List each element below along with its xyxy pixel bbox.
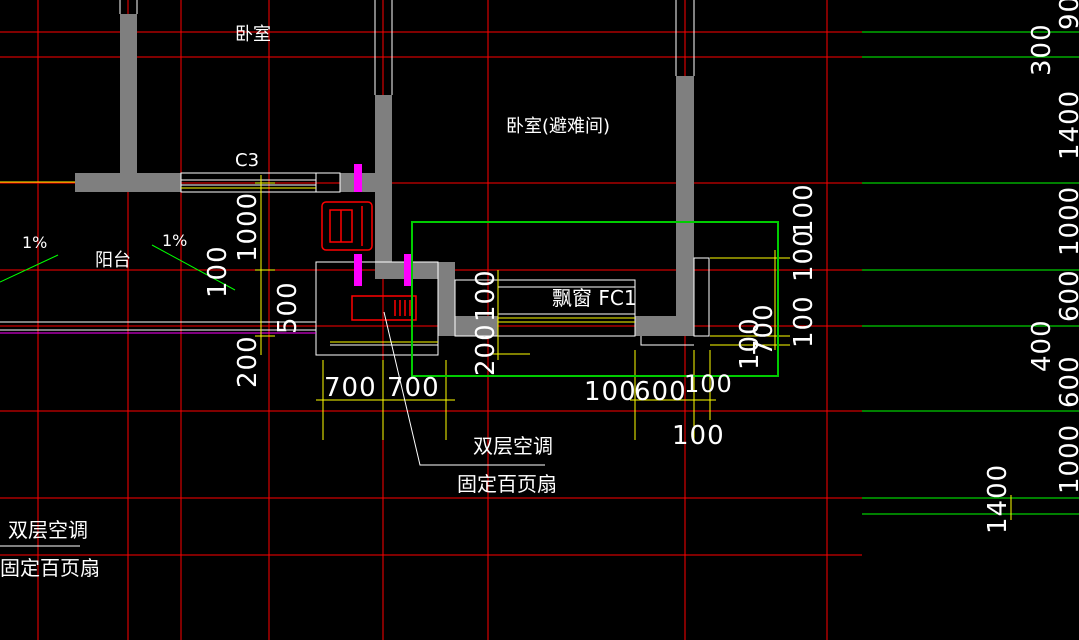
dim-far-400: 400: [1027, 319, 1057, 372]
ac-unit-upper: [321, 201, 373, 251]
leader-line: [0, 311, 545, 547]
ac-unit-lower: [351, 295, 417, 321]
dim-200-mid: 200: [471, 323, 501, 376]
dim-700-b: 700: [387, 373, 440, 403]
dimension-lines: [255, 175, 1012, 520]
dim-600-bot: 600: [634, 377, 687, 407]
dim-far-600a: 600: [1055, 269, 1079, 322]
dim-100-bot-a: 100: [584, 377, 637, 407]
wall-outlines: [0, 0, 710, 356]
room-label-bedroom-refuge: 卧室(避难间): [506, 116, 610, 137]
dim-200-left: 200: [233, 335, 263, 388]
note-ac-left-line2: 固定百页扇: [0, 556, 100, 580]
room-label-balcony: 阳台: [95, 250, 131, 271]
window-tag-c3: C3: [235, 150, 259, 171]
note-ac-line1: 双层空调: [473, 434, 553, 458]
dim-100-r1: 100: [789, 229, 819, 282]
dim-700-r: 700: [749, 303, 779, 356]
dim-far-1400: 1400: [1055, 90, 1079, 160]
window-lines: [0, 181, 635, 343]
dim-far-900: 90: [1055, 0, 1079, 30]
dim-far-1000a: 1000: [1055, 186, 1079, 256]
right-reference-lines: [862, 31, 1079, 515]
slope-arrows: [0, 244, 236, 291]
dim-100-left: 100: [203, 245, 233, 298]
dim-far-1000b: 1000: [1055, 424, 1079, 494]
dim-far-1400b: 1400: [983, 464, 1013, 534]
dim-700-a: 700: [324, 373, 377, 403]
dim-far-300: 300: [1027, 23, 1057, 76]
dim-100-r4: 100: [735, 317, 765, 370]
slope-label-right: 1%: [162, 231, 187, 250]
dim-100-bot-b: 100: [684, 370, 733, 398]
dim-far-600b: 600: [1055, 355, 1079, 408]
room-label-bedroom: 卧室: [235, 24, 271, 45]
pipes: [0, 164, 413, 334]
walls: [75, 14, 694, 336]
dim-500: 500: [273, 281, 303, 334]
dim-100-r3: 100: [789, 295, 819, 348]
dim-1000-left: 1000: [233, 192, 263, 262]
note-ac-left-line1: 双层空调: [8, 518, 88, 542]
note-ac-line2: 固定百页扇: [457, 472, 557, 496]
slope-label-left: 1%: [22, 233, 47, 252]
dim-100-r2: 100: [789, 183, 819, 236]
window-tag-bay: 飘窗 FC1: [552, 286, 637, 310]
dim-100-bot-c: 100: [672, 421, 725, 451]
selection-highlight-box[interactable]: [411, 221, 779, 377]
dim-100-mid: 100: [471, 269, 501, 322]
